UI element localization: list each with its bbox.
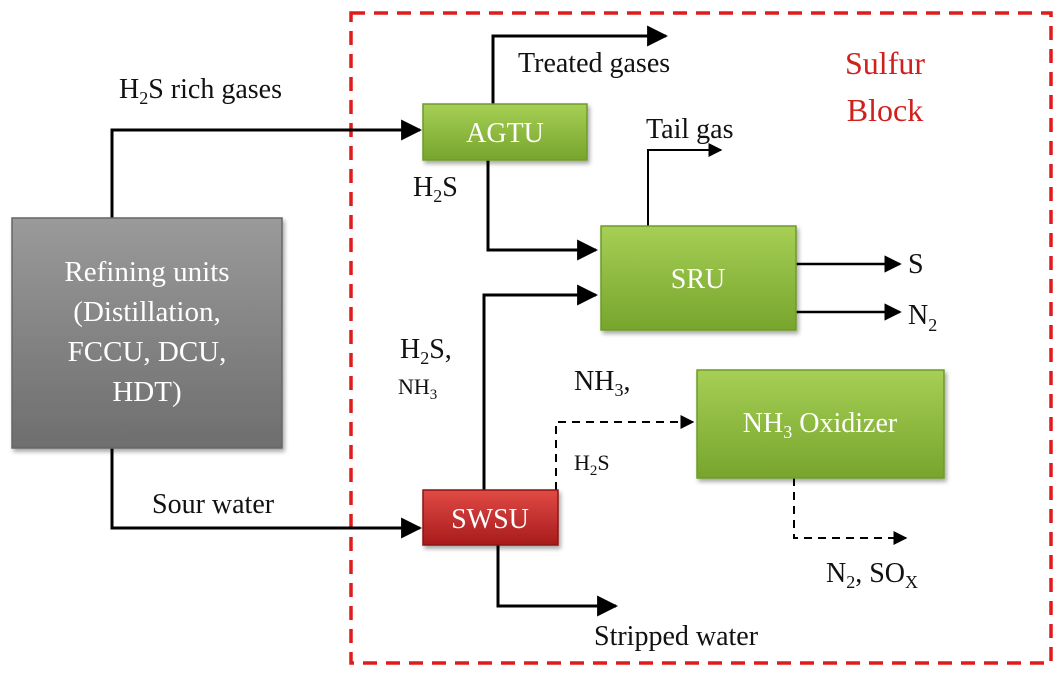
h2s-nh3-label-line2: NH3 — [398, 374, 437, 403]
arrow-stripped-water — [496, 545, 619, 617]
arrow-tail-gas — [647, 143, 723, 226]
sru-box: SRU — [600, 225, 797, 331]
refining-units-line3: FCCU, DCU, — [68, 336, 227, 368]
sulfur-block-title-line2: Block — [847, 92, 923, 128]
swsu-label: SWSU — [451, 504, 529, 535]
arrow-treated-gases — [491, 25, 669, 104]
treated-gases-label: Treated gases — [518, 48, 670, 79]
h2s-rich-gases-label: H2S rich gases — [119, 74, 282, 108]
h2s-small-label: H2S — [574, 450, 610, 479]
refining-units-line1: Refining units — [64, 256, 229, 288]
n2-output-label: N2 — [908, 300, 937, 335]
sour-water-label: Sour water — [152, 489, 275, 520]
sulfur-block-title-2: Block — [847, 92, 923, 128]
refining-units-line2: (Distillation, — [73, 296, 220, 328]
sulfur-block-title: Sulfur — [845, 45, 925, 81]
arrow-n2-sox-output — [793, 478, 908, 545]
h2s-label: H2S — [413, 172, 458, 206]
sru-label: SRU — [671, 264, 725, 295]
agtu-label: AGTU — [466, 118, 544, 149]
arrow-h2s-to-sru — [486, 160, 599, 261]
arrow-h2s-rich-to-agtu — [110, 119, 423, 218]
arrow-h2s-nh3-to-sru — [482, 284, 599, 490]
h2s-nh3-label-line1: H2S, — [400, 334, 452, 368]
refining-units-line4: HDT) — [112, 376, 181, 408]
agtu-box: AGTU — [422, 103, 588, 161]
nh3-oxidizer-box: NH3 Oxidizer — [696, 369, 945, 479]
nh3-oxidizer-label: NH3 Oxidizer — [743, 408, 898, 442]
nh3-label: NH3, — [574, 366, 630, 400]
s-output-label: S — [908, 249, 924, 280]
n2-sox-label: N2, SOX — [826, 558, 918, 592]
arrow-sour-water-to-swsu — [110, 448, 423, 539]
refining-units-box: Refining units (Distillation, FCCU, DCU,… — [11, 217, 283, 449]
sulfur-block-border — [349, 11, 1053, 665]
arrow-nh3-h2s-to-oxidizer — [555, 415, 695, 490]
stripped-water-label: Stripped water — [594, 621, 759, 652]
sulfur-block-title-line1: Sulfur — [845, 45, 925, 81]
swsu-box: SWSU — [422, 489, 559, 546]
tail-gas-label: Tail gas — [646, 114, 733, 145]
